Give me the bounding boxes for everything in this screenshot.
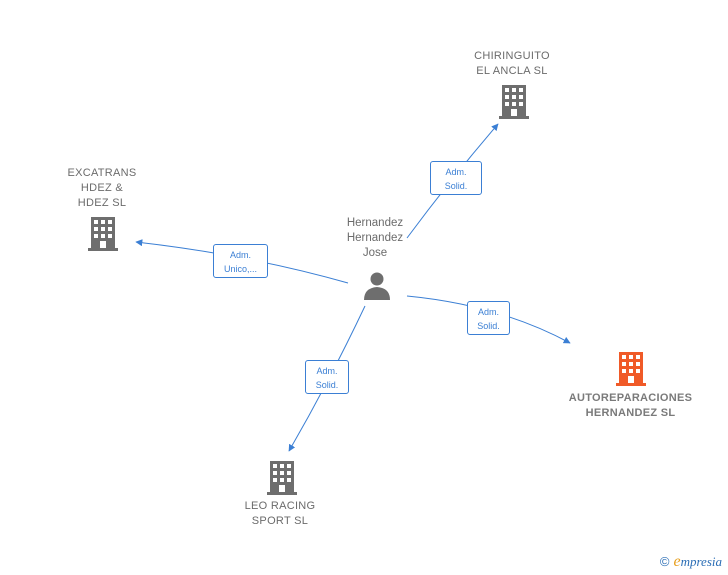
copyright-symbol: © [659,554,670,569]
person-icon[interactable] [362,271,392,301]
company-label-excatrans[interactable]: EXCATRANS HDEZ & HDEZ SL [67,167,137,209]
building-icon[interactable] [88,217,118,251]
company-label-autoreparaciones[interactable]: AUTOREPARACIONES HERNANDEZ SL [568,392,693,419]
edge-label-chiringuito[interactable]: Adm. Solid. [430,161,482,195]
company-label-chiringuito[interactable]: CHIRINGUITO EL ANCLA SL [474,50,550,77]
company-label-leoracing[interactable]: LEO RACING SPORT SL [244,500,316,527]
edge-label-excatrans[interactable]: Adm. Unico,... [213,244,268,278]
person-name[interactable]: Hernandez Hernandez Jose [346,217,404,259]
footer-brand[interactable]: ©empresia [660,553,722,571]
brand-name: mpresia [680,554,722,569]
building-icon[interactable] [267,461,297,495]
building-icon-highlight[interactable] [616,352,646,386]
brand-initial: e [673,553,681,570]
edge-label-autoreparaciones[interactable]: Adm. Solid. [467,301,510,335]
building-icon[interactable] [499,85,529,119]
edge-label-leoracing[interactable]: Adm. Solid. [305,360,349,394]
